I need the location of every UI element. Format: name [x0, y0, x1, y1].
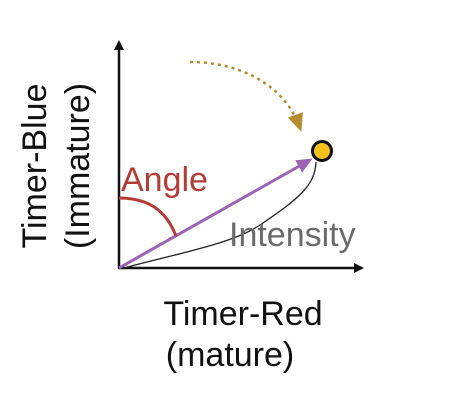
x-axis-label-line2: (mature) [166, 336, 294, 374]
intensity-label: Intensity [229, 216, 356, 254]
y-axis-label-line1: Timer-Blue [16, 84, 54, 249]
vector-arrow [118, 158, 313, 270]
angle-label: Angle [121, 161, 208, 199]
data-point [311, 140, 333, 162]
angle-arc [118, 196, 178, 237]
y-axis-label-line2: (Immature) [59, 83, 97, 249]
x-axis-label-line1: Timer-Red [163, 295, 322, 333]
dashed-curved-arrow [189, 60, 303, 132]
intensity-curve [123, 161, 317, 269]
